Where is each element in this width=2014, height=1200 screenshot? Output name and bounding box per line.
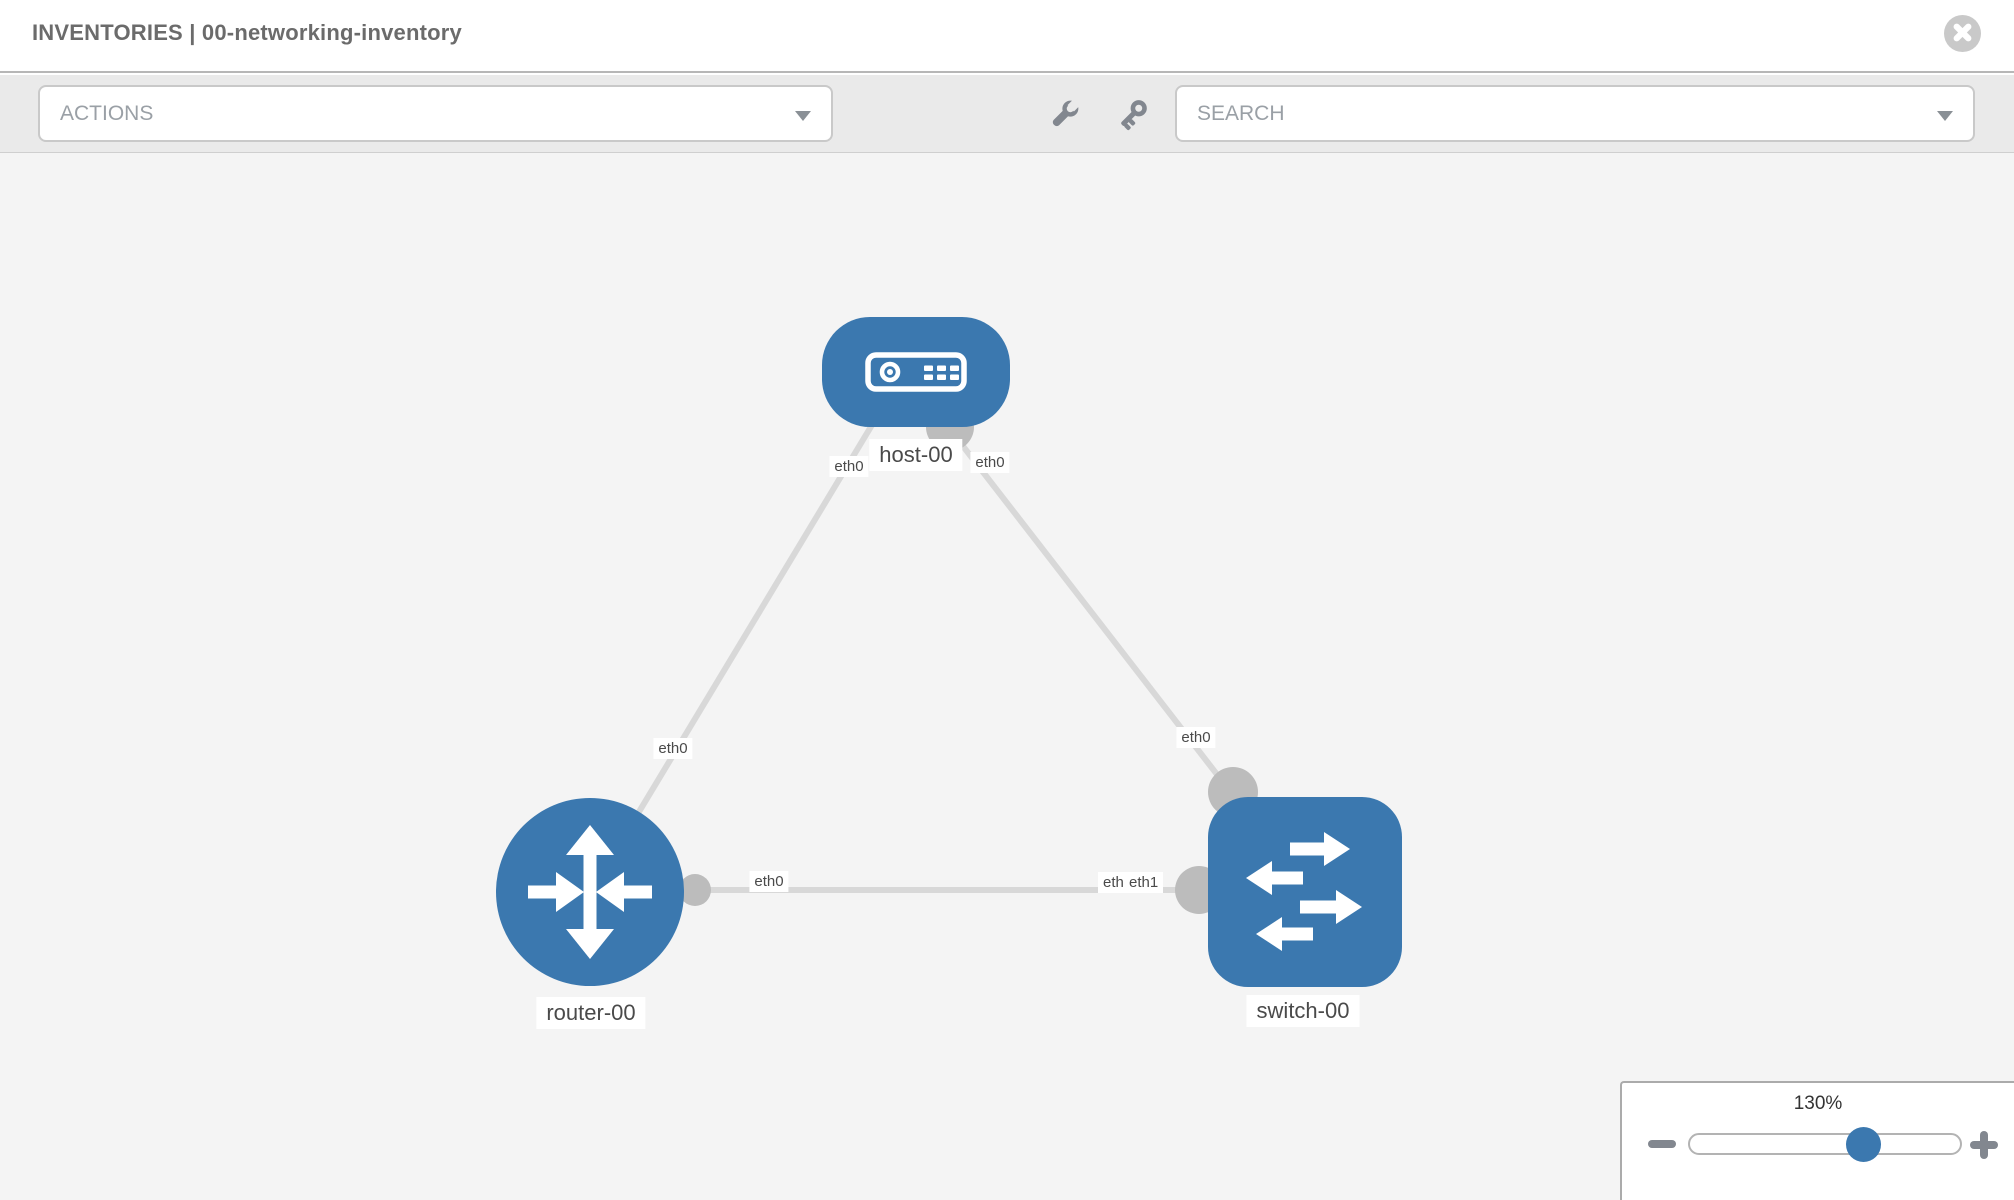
zoom-control-panel: 130% bbox=[1620, 1081, 2014, 1200]
if-label-switch-from-host: eth0 bbox=[1176, 727, 1216, 748]
zoom-slider-handle[interactable] bbox=[1846, 1127, 1881, 1162]
zoom-level-label: 130% bbox=[1793, 1093, 1843, 1114]
chevron-down-icon bbox=[795, 111, 811, 121]
switch-arrows-icon bbox=[1246, 832, 1362, 951]
wrench-button[interactable] bbox=[1046, 97, 1082, 133]
zoom-slider-track[interactable] bbox=[1688, 1133, 1962, 1155]
actions-dropdown[interactable]: ACTIONS bbox=[38, 85, 833, 142]
node-label-host: host-00 bbox=[869, 439, 963, 471]
node-switch-00[interactable] bbox=[1208, 797, 1402, 987]
wrench-icon bbox=[1052, 99, 1080, 127]
node-router-00[interactable] bbox=[496, 798, 684, 986]
node-label-router: router-00 bbox=[536, 997, 646, 1029]
toolbar: ACTIONS bbox=[0, 75, 2014, 153]
server-icon bbox=[865, 352, 967, 392]
search-dropdown[interactable]: SEARCH bbox=[1175, 85, 1975, 142]
key-button[interactable] bbox=[1114, 97, 1150, 133]
zoom-out-button[interactable] bbox=[1648, 1140, 1676, 1148]
if-label-router-from-host: eth0 bbox=[653, 738, 693, 759]
topology-canvas[interactable]: host-00 router-00 switch-00 eth0 eth0 et… bbox=[0, 153, 2014, 1200]
connectors-layer bbox=[679, 403, 1258, 914]
close-button[interactable] bbox=[1944, 15, 1981, 52]
if-label-host-to-switch: eth0 bbox=[970, 452, 1010, 473]
link-host-switch[interactable] bbox=[932, 408, 1263, 832]
node-label-switch: switch-00 bbox=[1246, 995, 1360, 1027]
header-bar: INVENTORIES | 00-networking-inventory bbox=[0, 0, 2014, 73]
plus-icon bbox=[1980, 1131, 1988, 1159]
connector-router-eth0 bbox=[679, 874, 711, 906]
search-dropdown-label: SEARCH bbox=[1197, 101, 1285, 125]
if-label-router-to-switch: eth0 bbox=[749, 871, 789, 892]
page-title: INVENTORIES | 00-networking-inventory bbox=[32, 20, 462, 45]
chevron-down-icon bbox=[1937, 111, 1953, 121]
zoom-in-button[interactable] bbox=[1970, 1131, 1998, 1159]
router-arrows-icon bbox=[528, 825, 652, 959]
key-icon bbox=[1121, 100, 1147, 131]
node-host-00[interactable] bbox=[822, 317, 1010, 427]
if-label-switch-from-router: eth1 bbox=[1124, 872, 1164, 893]
if-label-host-to-router: eth0 bbox=[829, 456, 869, 477]
x-circle-icon bbox=[1953, 23, 1972, 41]
actions-dropdown-label: ACTIONS bbox=[60, 101, 154, 125]
